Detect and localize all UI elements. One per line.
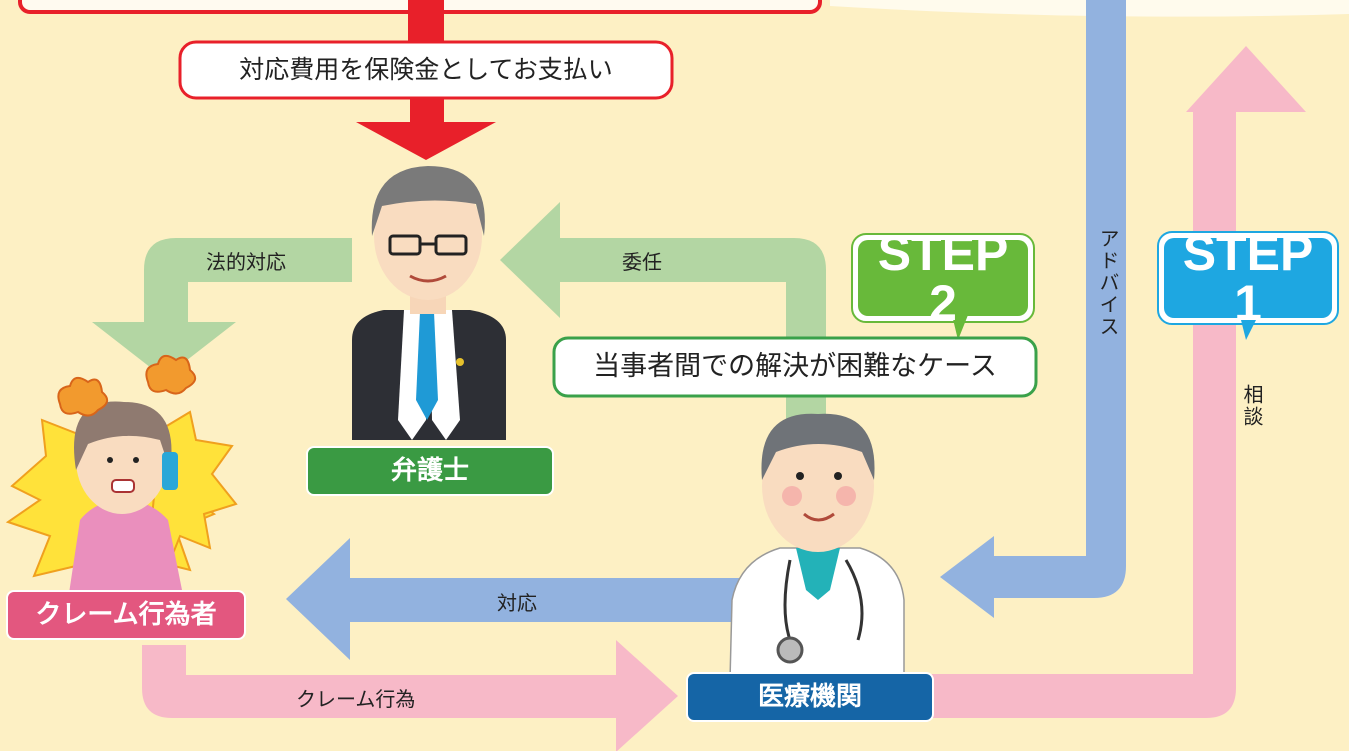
delegation-arrow	[500, 202, 826, 430]
advice-arrow	[940, 0, 1126, 618]
payment-callout: 対応費用を保険金としてお支払い	[239, 55, 613, 84]
lawyer-illustration	[352, 166, 506, 440]
claim-act-arrow	[142, 640, 678, 751]
anger-icon	[57, 354, 197, 417]
payment-callout-box	[178, 40, 674, 100]
step2-badge-shape	[851, 233, 1035, 340]
legal-response-label: 法的対応	[206, 250, 286, 274]
response-arrow	[286, 538, 740, 660]
step2-badge: STEP 2	[877, 225, 1009, 331]
lawyer-badge: 弁護士	[306, 446, 554, 496]
legal-response-arrow	[92, 238, 352, 378]
claimant-badge: クレーム行為者	[6, 590, 246, 640]
claim-act-label: クレーム行為	[296, 687, 416, 711]
doctor-illustration	[729, 413, 905, 681]
claimant-illustration	[5, 397, 238, 607]
consultation-arrow	[930, 46, 1306, 718]
response-label: 対応	[497, 591, 537, 615]
step1-badge-shape	[1157, 231, 1339, 340]
step2-caption-box	[552, 336, 1038, 398]
step1-badge: STEP 1	[1182, 225, 1314, 331]
advice-label: アドバイス	[1096, 228, 1120, 338]
step2-caption: 当事者間での解決が困難なケース	[593, 351, 997, 382]
medical-institution-badge: 医療機関	[686, 672, 934, 722]
consultation-label: 相談	[1240, 384, 1264, 428]
delegation-label: 委任	[622, 250, 662, 274]
